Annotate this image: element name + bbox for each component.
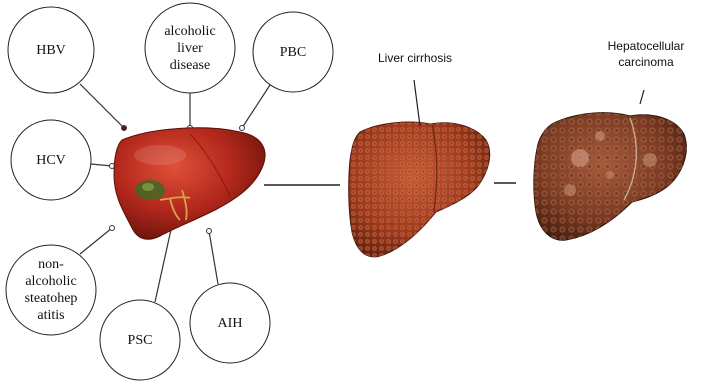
alcoholic-label: alcoholic liver disease — [160, 8, 220, 88]
cirrhosis-label: Liver cirrhosis — [360, 50, 470, 66]
cirrhosis-pointer — [414, 80, 420, 126]
aih-connector — [209, 231, 218, 284]
pbc-label: PBC — [253, 12, 333, 92]
hbv-label: HBV — [8, 7, 94, 93]
hcc-liver-illustration — [534, 113, 687, 241]
hcv-connector — [91, 164, 112, 166]
cirrhotic-liver-illustration — [349, 122, 490, 257]
nash-label: non-alcoholic steatohep atitis — [16, 250, 86, 330]
hcc-pointer — [640, 90, 644, 104]
hcc-label: Hepatocellular carcinoma — [598, 38, 694, 70]
aih-label: AIH — [190, 283, 270, 363]
psc-label: PSC — [100, 300, 180, 380]
healthy-liver-illustration — [114, 128, 265, 239]
hcv-label: HCV — [11, 120, 91, 200]
